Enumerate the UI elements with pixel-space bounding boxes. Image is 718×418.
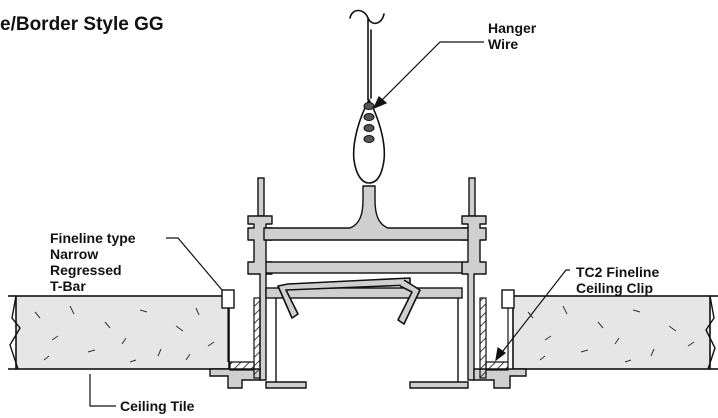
- tab-square-left: [221, 289, 235, 362]
- label-tbar-line-4: T-Bar: [50, 278, 86, 294]
- ceiling-tile-right: [512, 295, 718, 370]
- leader-ceiling-tile: [89, 374, 116, 407]
- hanger-wire: [349, 9, 386, 184]
- label-hanger-wire-line-1: Hanger: [488, 20, 537, 36]
- leader-clip: [495, 269, 570, 362]
- label-tbar-line-3: Regressed: [50, 262, 122, 278]
- hatch-strip-right: [479, 297, 509, 379]
- label-ceiling-clip: TC2 Fineline Ceiling Clip: [576, 264, 659, 296]
- label-hanger-wire: Hanger Wire: [488, 20, 536, 52]
- diagram-title: e/Border Style GG: [0, 14, 164, 35]
- cross-channel: [265, 261, 463, 382]
- hanger-channel: [263, 185, 469, 241]
- leader-hanger-wire: [372, 41, 484, 110]
- hatch-strip-left: [229, 297, 261, 379]
- label-hanger-wire-line-2: Wire: [488, 36, 519, 52]
- label-ceiling-clip-line-2: Ceiling Clip: [576, 280, 653, 296]
- spring-clip: [277, 277, 421, 325]
- label-ceiling-tile: Ceiling Tile: [120, 398, 195, 414]
- tbar-right: [409, 177, 527, 389]
- wire-twist-coils: [363, 102, 375, 143]
- label-ceiling-clip-line-1: TC2 Fineline: [576, 264, 660, 280]
- tab-square-right: [501, 289, 515, 362]
- label-tbar: Fineline type Narrow Regressed T-Bar: [50, 230, 136, 294]
- label-tbar-line-1: Fineline type: [50, 230, 136, 246]
- label-tbar-line-2: Narrow: [50, 246, 99, 262]
- leader-tbar: [166, 237, 223, 291]
- ceiling-tile-left: [8, 295, 230, 370]
